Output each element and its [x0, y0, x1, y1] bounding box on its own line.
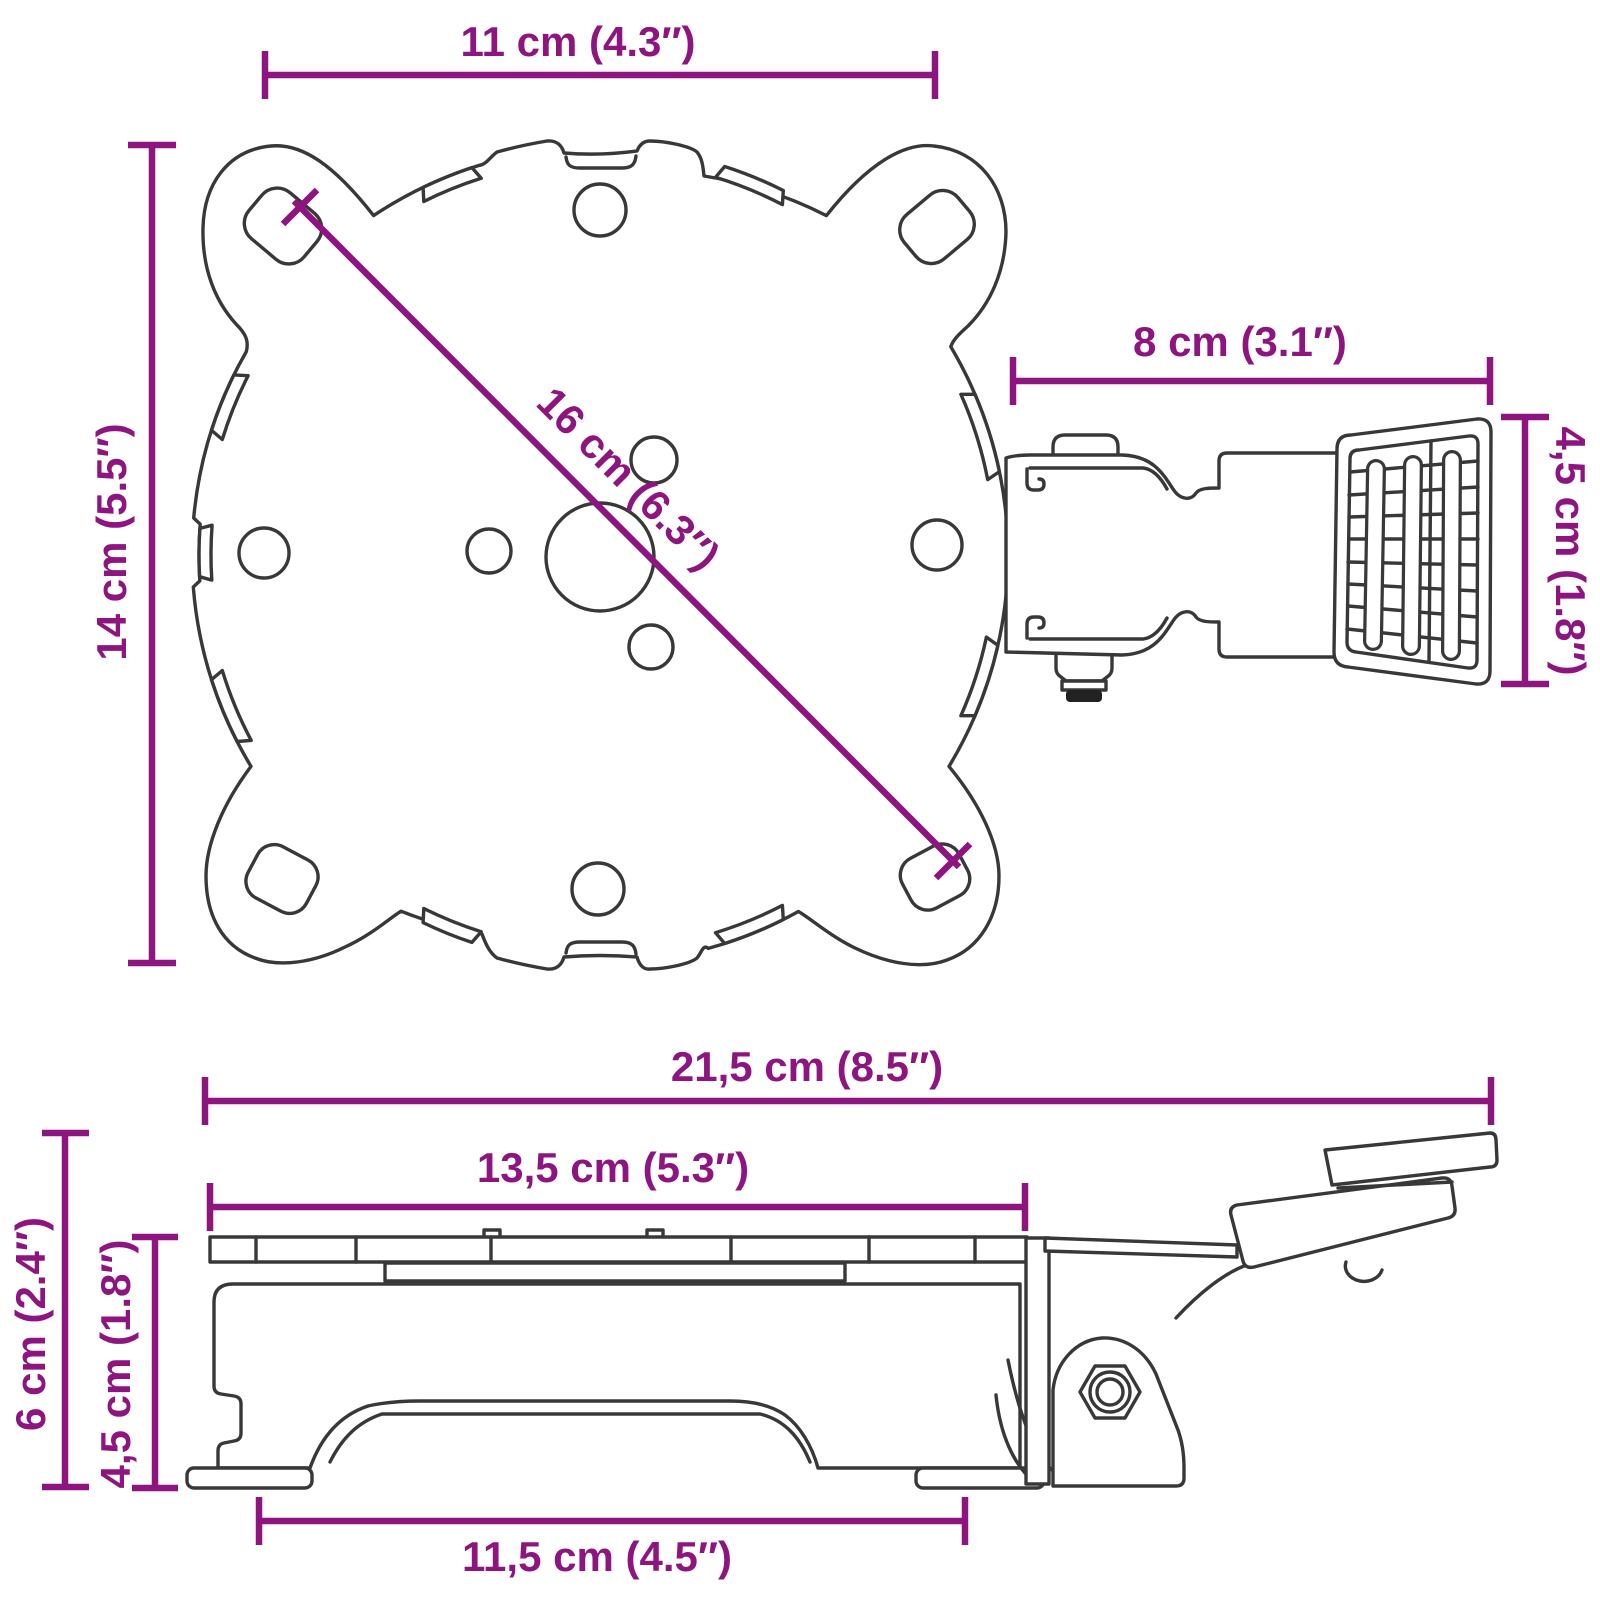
svg-text:21,5 cm (8.5″): 21,5 cm (8.5″) — [671, 1043, 943, 1090]
svg-text:4,5 cm (1.8″): 4,5 cm (1.8″) — [92, 1240, 139, 1489]
svg-text:14 cm (5.5″): 14 cm (5.5″) — [88, 423, 135, 660]
svg-text:6 cm (2.4″): 6 cm (2.4″) — [7, 1217, 54, 1431]
svg-text:8 cm (3.1″): 8 cm (3.1″) — [1133, 318, 1347, 365]
svg-text:4,5 cm (1.8″): 4,5 cm (1.8″) — [1547, 427, 1594, 676]
svg-text:13,5 cm (5.3″): 13,5 cm (5.3″) — [477, 1144, 749, 1191]
svg-text:11 cm (4.3″): 11 cm (4.3″) — [461, 18, 696, 65]
svg-text:11,5 cm (4.5″): 11,5 cm (4.5″) — [462, 1533, 732, 1580]
